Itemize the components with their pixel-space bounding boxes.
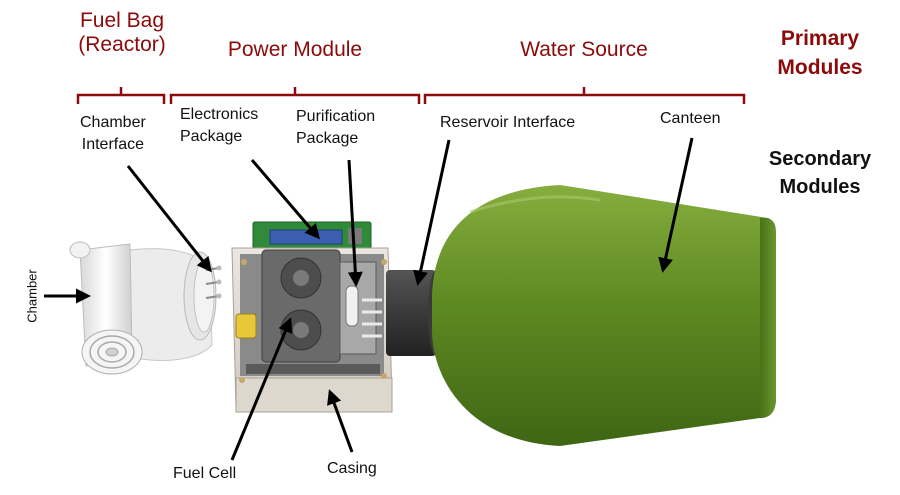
purification-package-label: Purification Package xyxy=(296,106,375,150)
canteen-label: Canteen xyxy=(660,108,721,130)
chamber-interface-label: Chamber Interface xyxy=(80,112,146,156)
purification-package-line1: Purification xyxy=(296,106,375,128)
primary-modules-heading: Primary Modules xyxy=(762,24,878,82)
electronics-package-label: Electronics Package xyxy=(180,104,258,148)
fuel-cell-label: Fuel Cell xyxy=(173,463,236,485)
electronics-package-line2: Package xyxy=(180,126,258,148)
canteen-bottle xyxy=(432,185,776,446)
power-module-casing xyxy=(232,222,392,412)
secondary-modules-line2: Modules xyxy=(756,173,884,201)
primary-modules-line2: Modules xyxy=(762,53,878,82)
water-source-bracket xyxy=(425,87,744,104)
fuel-bag-heading-line1: Fuel Bag xyxy=(63,9,181,33)
fuel-bag-heading-line2: (Reactor) xyxy=(63,33,181,57)
electronics-package-line1: Electronics xyxy=(180,104,258,126)
fuel-bag-heading: Fuel Bag (Reactor) xyxy=(63,9,181,57)
power-module-bracket xyxy=(171,87,419,104)
power-module-heading: Power Module xyxy=(209,38,381,62)
chamber-interface-line1: Chamber xyxy=(80,112,146,134)
secondary-modules-line1: Secondary xyxy=(756,145,884,173)
casing-label: Casing xyxy=(327,458,377,480)
fuel-bag-bracket xyxy=(78,87,164,104)
secondary-modules-heading: Secondary Modules xyxy=(756,145,884,201)
chamber-interface-line2: Interface xyxy=(80,134,146,156)
water-source-heading: Water Source xyxy=(500,38,668,62)
chamber-label: Chamber xyxy=(25,269,40,322)
chamber-interface-plate xyxy=(184,252,222,340)
primary-modules-line1: Primary xyxy=(762,24,878,53)
purification-package-line2: Package xyxy=(296,128,375,150)
reservoir-interface-label: Reservoir Interface xyxy=(440,112,575,134)
heading-brackets xyxy=(78,87,744,104)
